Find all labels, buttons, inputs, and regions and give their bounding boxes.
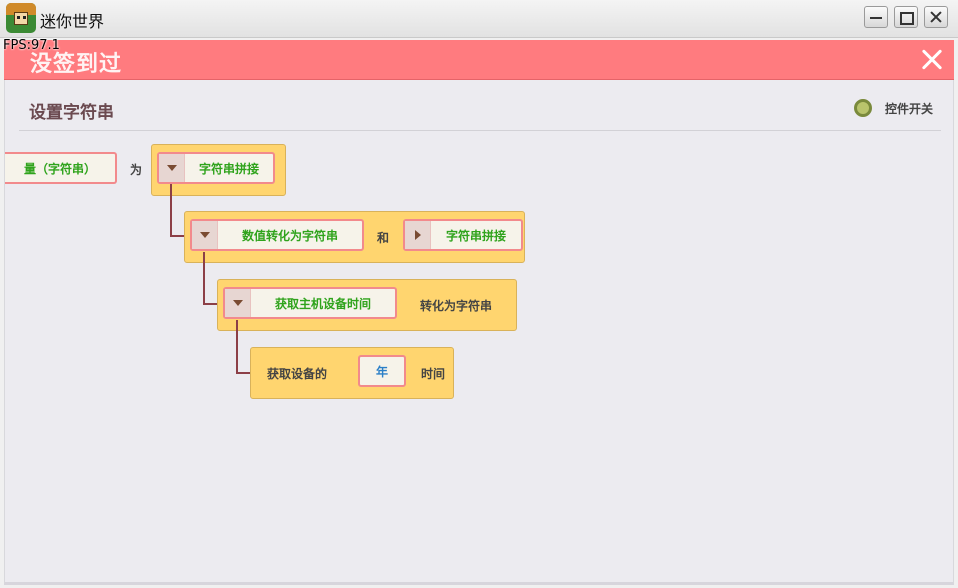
host-time-label: 获取主机设备时间 <box>274 296 371 311</box>
connector-line <box>203 252 205 304</box>
app-icon <box>6 3 36 33</box>
maximize-button[interactable] <box>894 6 918 28</box>
header-banner: 没签到过 <box>4 40 954 80</box>
get-device-label: 获取设备的 <box>267 367 328 381</box>
num-to-string-slot[interactable]: 数值转化为字符串 <box>190 219 364 251</box>
num-to-string-block[interactable]: 数值转化为字符串 和 字符串拼接 <box>184 211 525 263</box>
divider <box>19 130 941 131</box>
for-label: 为 <box>130 163 143 177</box>
close-icon[interactable] <box>920 48 944 72</box>
control-toggle-label: 控件开关 <box>885 102 934 116</box>
concat-label-2: 字符串拼接 <box>445 228 506 243</box>
concat-slot-1[interactable]: 字符串拼接 <box>157 152 275 184</box>
variable-slot[interactable]: 量（字符串） <box>5 152 117 184</box>
variable-slot-label: 量（字符串） <box>23 161 96 176</box>
window-close-button[interactable] <box>924 6 948 28</box>
connector-line <box>170 235 188 237</box>
window-titlebar: 迷你世界 <box>0 0 958 38</box>
minimize-button[interactable] <box>864 6 888 28</box>
host-time-block[interactable]: 获取主机设备时间 转化为字符串 <box>217 279 517 331</box>
to-string-label: 转化为字符串 <box>420 299 493 313</box>
dropdown-arrow-icon[interactable] <box>225 289 251 317</box>
connector-line <box>236 372 254 374</box>
and-label: 和 <box>377 231 390 245</box>
concat-block-1[interactable]: 字符串拼接 <box>151 144 286 196</box>
connector-line <box>203 303 221 305</box>
num-to-string-label: 数值转化为字符串 <box>241 228 338 243</box>
expand-arrow-icon[interactable] <box>405 221 431 249</box>
banner-title: 没签到过 <box>30 52 123 77</box>
year-slot[interactable]: 年 <box>358 355 406 387</box>
year-label: 年 <box>375 364 388 379</box>
fps-counter: FPS:97.1 <box>3 38 60 53</box>
connector-line <box>236 320 238 374</box>
window-title: 迷你世界 <box>40 12 105 31</box>
dropdown-arrow-icon[interactable] <box>159 154 185 182</box>
dropdown-arrow-icon[interactable] <box>192 221 218 249</box>
concat-slot-2[interactable]: 字符串拼接 <box>403 219 523 251</box>
device-time-block[interactable]: 获取设备的 年 时间 <box>250 347 454 399</box>
connector-line <box>170 184 172 236</box>
host-time-slot[interactable]: 获取主机设备时间 <box>223 287 397 319</box>
time-label: 时间 <box>421 367 446 381</box>
panel-title: 设置字符串 <box>29 103 114 123</box>
concat-label-1: 字符串拼接 <box>198 161 259 176</box>
editor-panel: 设置字符串 控件开关 量（字符串） 为 字符串拼接 数值转化为字符串 和 字符串… <box>4 80 954 585</box>
control-toggle[interactable] <box>854 99 872 117</box>
